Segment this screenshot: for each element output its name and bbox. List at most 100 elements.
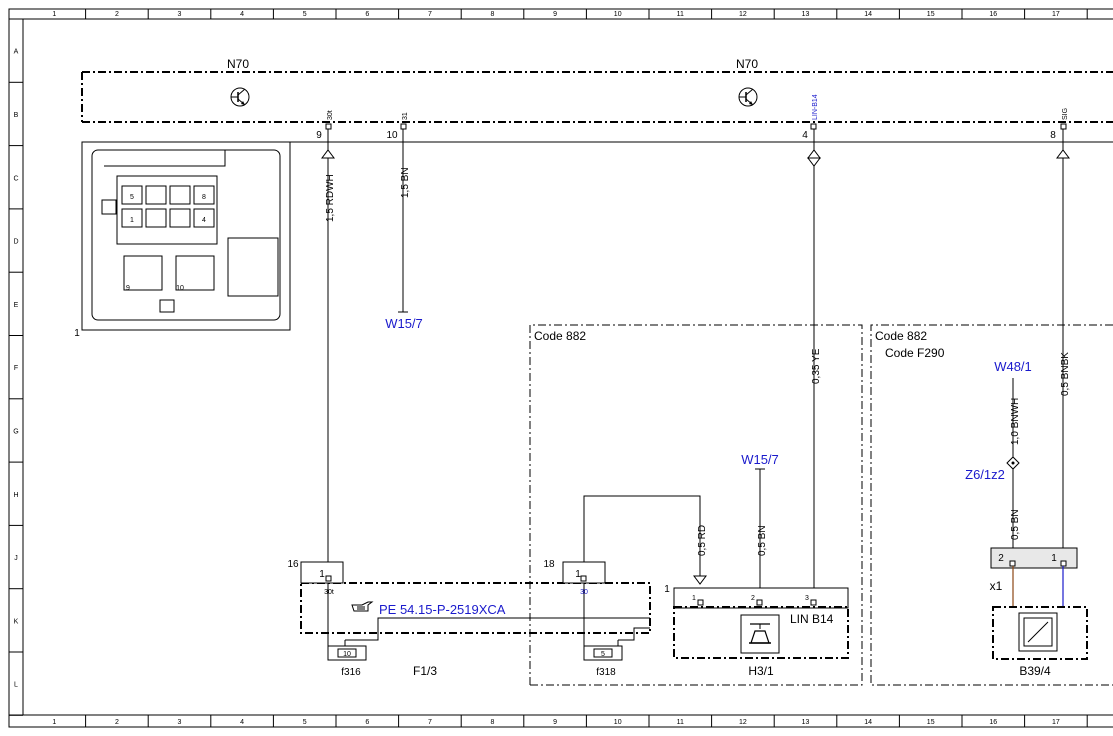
wire-label: 1,0 BNWH <box>1010 398 1021 445</box>
column-number: 5 <box>303 11 307 18</box>
row-letter: K <box>14 618 19 625</box>
row-letter: C <box>13 175 18 182</box>
column-number: 14 <box>864 11 872 18</box>
column-number: 16 <box>989 719 997 726</box>
conn-cell-label: 1 <box>130 217 134 224</box>
diagram-frame <box>8 8 1113 728</box>
column-number: 9 <box>553 719 557 726</box>
buzzer-icon <box>740 614 780 654</box>
row-letter: L <box>14 682 18 689</box>
row-letter: J <box>14 555 18 562</box>
column-number: 1 <box>52 11 56 18</box>
conn-cell-label: 5 <box>130 194 134 201</box>
code-label: Code F290 <box>885 346 945 360</box>
wire-0-5-rd <box>583 495 701 576</box>
conn-cell-label: 4 <box>202 217 206 224</box>
h3-1-ref: 1 <box>664 584 670 595</box>
connector-view: 5 8 1 4 9 10 1 <box>74 141 291 339</box>
code-882-f290-region <box>870 324 1113 686</box>
column-number: 13 <box>802 11 810 18</box>
fuse-rating: 5 <box>601 651 605 658</box>
column-number: 4 <box>240 719 244 726</box>
code-882-region <box>529 324 863 686</box>
column-number: 7 <box>428 11 432 18</box>
pin-number: 10 <box>386 130 398 141</box>
ref-w15-7: W15/7 <box>741 452 779 467</box>
connector-arrow-icon <box>693 575 707 585</box>
h3-1-component <box>673 587 849 659</box>
conn-ref-label: 1 <box>74 328 80 339</box>
column-number: 4 <box>240 11 244 18</box>
column-number: 10 <box>614 719 622 726</box>
column-number: 2 <box>115 719 119 726</box>
code-label: Code 882 <box>875 329 927 343</box>
pin-signal: LIN-B14 <box>812 94 819 120</box>
n70-label-right: N70 <box>736 57 758 71</box>
fuse-pin: 1 <box>575 569 581 580</box>
b39-4-pin: 1 <box>1051 553 1057 564</box>
pin-number: 4 <box>802 130 808 141</box>
column-number: 16 <box>989 11 997 18</box>
column-number: 1 <box>52 719 56 726</box>
column-number: 12 <box>739 11 747 18</box>
connector-arrow-icon <box>1056 149 1070 159</box>
column-number: 13 <box>802 719 810 726</box>
sensor-icon <box>1018 612 1058 652</box>
n70-label-left: N70 <box>227 57 249 71</box>
column-number: 5 <box>303 719 307 726</box>
row-letter: D <box>13 239 18 246</box>
column-number: 8 <box>491 11 495 18</box>
column-number: 8 <box>491 719 495 726</box>
column-number: 11 <box>677 11 684 18</box>
splice-dot-icon <box>1011 461 1015 465</box>
h3-1-pin: 1 <box>692 595 696 602</box>
pin-signal: 31 <box>402 112 409 120</box>
fuse-slot: 16 <box>287 559 299 570</box>
column-number: 12 <box>739 719 747 726</box>
column-number: 10 <box>614 11 622 18</box>
b39-4-name: B39/4 <box>1019 664 1051 678</box>
fuse-slot: 18 <box>543 559 555 570</box>
h3-1-lin-label: LIN B14 <box>790 612 834 626</box>
conn-cell-label: 8 <box>202 194 206 201</box>
h3-1-pin: 2 <box>751 595 755 602</box>
fuse-rating: 10 <box>343 651 351 658</box>
pe-reference-link[interactable]: PE 54.15-P-2519XCA <box>379 602 506 617</box>
column-ruler: 1122334455667788991010111112121313141415… <box>52 9 1088 727</box>
h3-1-name: H3/1 <box>748 664 774 678</box>
code-label: Code 882 <box>534 329 586 343</box>
b39-4-connector: x1 <box>990 579 1003 593</box>
transistor-icon <box>230 87 250 107</box>
fuse-box-name: F1/3 <box>413 664 437 678</box>
ref-w15-7: W15/7 <box>385 316 423 331</box>
wire-label: 0,5 BN <box>1010 509 1021 540</box>
connector-arrow-icon <box>807 157 821 167</box>
row-letter: H <box>13 492 18 499</box>
column-number: 17 <box>1052 11 1060 18</box>
fuse-name: f318 <box>596 667 616 678</box>
ref-z6-1z2: Z6/1z2 <box>965 467 1005 482</box>
column-number: 15 <box>927 11 935 18</box>
transistor-icon <box>738 87 758 107</box>
column-number: 7 <box>428 719 432 726</box>
fuse-name: f316 <box>341 667 361 678</box>
row-letter: E <box>14 302 19 309</box>
b39-4-component <box>990 547 1088 660</box>
wire-label: 0,5 RD <box>697 525 708 556</box>
connector-arrow-icon <box>321 149 335 159</box>
fuse-signal: 30 <box>580 589 588 596</box>
wire-label: 0,5 BN <box>757 525 768 556</box>
conn-pin-label: 10 <box>176 285 184 292</box>
fuse-pin: 1 <box>319 569 325 580</box>
pin-number: 8 <box>1050 130 1056 141</box>
wire-label: 0,5 BNBK <box>1060 352 1071 396</box>
column-number: 3 <box>178 11 182 18</box>
wire-label: 0,35 YE <box>811 348 822 384</box>
wire-label: 1,5 RDWH <box>325 174 336 222</box>
conn-pin-label: 9 <box>126 285 130 292</box>
row-letter: A <box>14 49 19 56</box>
h3-1-pin: 3 <box>805 595 809 602</box>
column-number: 6 <box>365 11 369 18</box>
